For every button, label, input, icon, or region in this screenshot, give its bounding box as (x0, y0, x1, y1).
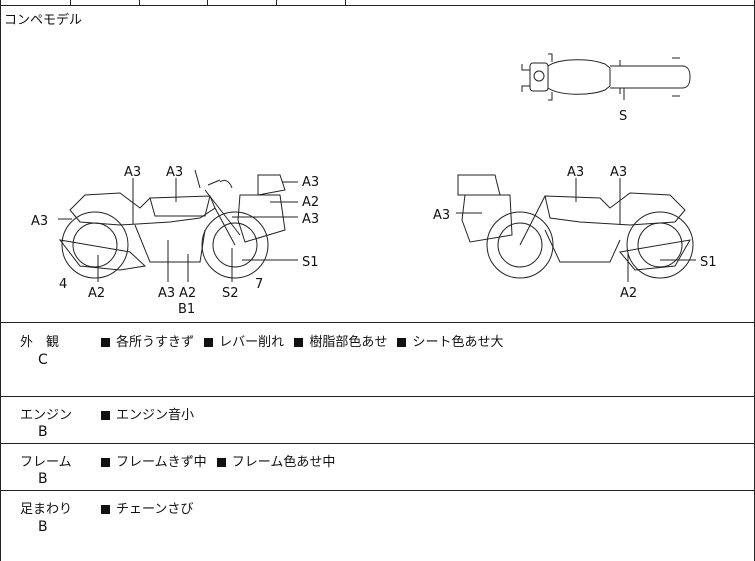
label-4: 4 (59, 277, 67, 292)
model-label: コンペモデル (4, 13, 83, 28)
bullet-square-icon (294, 337, 304, 347)
label-a3: A3 (610, 165, 627, 180)
exterior-grade: C (38, 352, 48, 368)
engine-category: エンジン (20, 408, 73, 423)
bullet-square-icon (397, 337, 407, 347)
label-a3: A3 (567, 165, 584, 180)
label-s2: S2 (222, 286, 239, 301)
item: チェーンさび (116, 502, 194, 517)
bullet-square-icon (101, 410, 110, 420)
item: フレーム色あせ中 (231, 455, 336, 470)
table-divider (139, 0, 140, 6)
left-view-callout-lines (58, 178, 298, 282)
item: エンジン音小 (116, 408, 195, 423)
table-top-border (0, 5, 755, 6)
item: フレームきず中 (116, 455, 207, 470)
exterior-items: 各所うすきず レバー削れ 樹脂部色あせ シート色あせ大 (101, 331, 509, 350)
label-a3: A3 (124, 165, 141, 180)
label-a3: A3 (31, 214, 48, 229)
label-s: S (619, 109, 627, 124)
label-a3: A3 (302, 212, 319, 227)
label-a3: A3 (158, 286, 175, 301)
engine-grade: B (38, 424, 48, 440)
label-a2: A2 (302, 195, 319, 210)
bullet-square-icon (101, 337, 110, 347)
label-b1: B1 (178, 302, 195, 317)
bullet-square-icon (101, 457, 110, 467)
label-a2: A2 (620, 286, 637, 301)
bullet-square-icon (204, 337, 214, 347)
bullet-square-icon (101, 504, 110, 514)
motorcycle-top-view (521, 53, 691, 101)
engine-items: エンジン音小 (101, 404, 200, 423)
frame-category: フレーム (20, 455, 72, 470)
label-a3: A3 (302, 175, 319, 190)
exterior-category: 外 観 (20, 335, 60, 350)
frame-items: フレームきず中 フレーム色あせ中 (101, 451, 341, 470)
label-a3: A3 (433, 208, 450, 223)
section-divider (0, 396, 755, 397)
label-a2: A2 (88, 286, 105, 301)
label-a2: A2 (179, 286, 196, 301)
item: 樹脂部色あせ (309, 335, 388, 350)
motorcycle-left-view (58, 169, 286, 279)
label-s1: S1 (700, 255, 717, 270)
table-divider (70, 0, 71, 6)
section-divider (0, 322, 755, 323)
right-view-callout-lines (456, 178, 696, 282)
motorcycle-damage-diagram: S A3 A3 (31, 53, 717, 317)
suspension-items: チェーンさび (101, 498, 199, 517)
section-divider (0, 490, 755, 491)
label-a3: A3 (166, 165, 183, 180)
item: レバー削れ (219, 335, 285, 350)
motorcycle-right-view (457, 174, 694, 279)
table-divider (345, 0, 346, 6)
item: シート色あせ大 (412, 335, 504, 350)
bullet-square-icon (216, 457, 226, 467)
table-divider (207, 0, 208, 6)
label-7: 7 (255, 277, 263, 292)
label-s1: S1 (302, 255, 319, 270)
suspension-category: 足まわり (20, 502, 73, 517)
table-divider (276, 0, 277, 6)
item: 各所うすきず (116, 335, 195, 350)
section-divider (0, 443, 755, 444)
left-border (0, 0, 1, 561)
frame-grade: B (38, 471, 48, 487)
suspension-grade: B (38, 519, 48, 535)
